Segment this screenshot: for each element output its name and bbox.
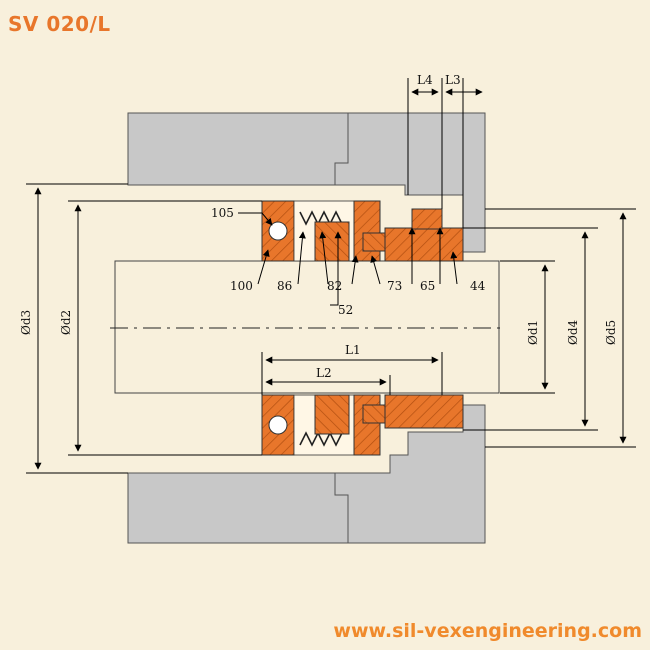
dim-label-d3: Ød3 — [19, 310, 33, 335]
label-44: 44 — [470, 279, 486, 293]
dimension-lines — [26, 78, 636, 474]
dim-label-d4: Ød4 — [566, 319, 580, 345]
dim-label-d1: Ød1 — [526, 320, 540, 345]
housing-bottom — [127, 404, 486, 544]
label-65: 65 — [420, 279, 435, 293]
label-100: 100 — [230, 279, 253, 293]
dim-label-L1: L1 — [345, 343, 361, 357]
shaft — [114, 260, 500, 394]
website-link[interactable]: www.sil-vexengineering.com — [333, 620, 642, 642]
dim-label-d2: Ød2 — [59, 310, 73, 335]
dim-label-L3: L3 — [445, 73, 461, 87]
dim-label-L2: L2 — [316, 366, 332, 380]
leader-lines — [238, 212, 458, 306]
seal-lower-assembly — [261, 394, 464, 456]
page-title: SV 020/L — [8, 12, 111, 36]
dim-label-d5: Ød5 — [604, 320, 618, 345]
label-86: 86 — [277, 279, 292, 293]
label-73: 73 — [387, 279, 402, 293]
label-52: 52 — [338, 303, 353, 317]
seal-upper-assembly — [261, 200, 464, 262]
dim-label-L4: L4 — [417, 73, 433, 87]
label-82: 82 — [327, 279, 342, 293]
label-105: 105 — [211, 206, 234, 220]
